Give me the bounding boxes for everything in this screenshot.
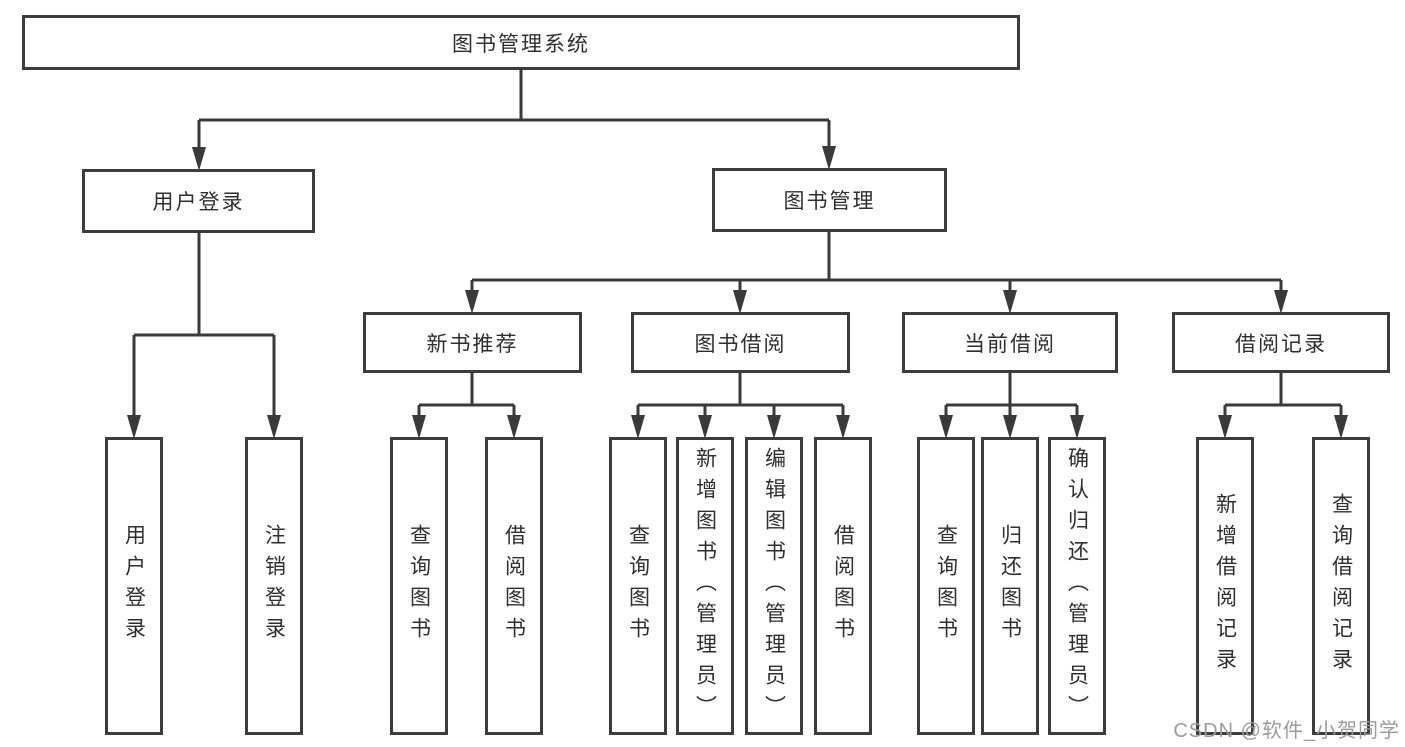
node-library-system: 图书管理系统: [22, 15, 1020, 70]
arrow-login: [192, 147, 206, 171]
arrow-l7: [767, 415, 781, 439]
node-label: 图书借阅: [694, 332, 787, 356]
node-current-borrow: 当前借阅: [902, 312, 1118, 373]
leaf-label: 新增借阅记录: [1213, 493, 1237, 679]
leaf-label: 归还图书: [998, 524, 1022, 648]
node-user-login: 用户登录: [82, 169, 315, 233]
leaf-logout: 注销登录: [245, 437, 303, 735]
leaf-label: 注销登录: [262, 524, 286, 648]
arrow-mgmt: [822, 146, 836, 170]
node-label: 图书管理: [783, 190, 876, 213]
node-label: 新书推荐: [426, 332, 519, 356]
node-book-borrow: 图书借阅: [631, 312, 850, 373]
node-label: 用户登录: [152, 191, 245, 214]
leaf-confirm-return-admin: 确认归还（管理员）: [1048, 437, 1106, 735]
node-book-management: 图书管理: [712, 168, 947, 232]
leaf-label: 查询图书: [934, 524, 958, 648]
arrow-borrow: [733, 290, 747, 314]
arrow-l4: [507, 415, 521, 439]
leaf-return-books: 归还图书: [981, 437, 1039, 735]
arrow-l2: [267, 415, 281, 439]
arrow-l13: [1334, 415, 1348, 439]
arrow-current: [1003, 290, 1017, 314]
arrow-l3: [412, 415, 426, 439]
leaf-label: 用户登录: [122, 524, 146, 648]
csdn-watermark: CSDN @软件_小贺同学: [1173, 720, 1400, 742]
arrow-l9: [939, 415, 953, 439]
arrow-l5: [631, 415, 645, 439]
leaf-query-books-current: 查询图书: [917, 437, 975, 735]
node-borrow-record: 借阅记录: [1172, 312, 1390, 373]
node-label: 借阅记录: [1235, 332, 1327, 356]
arrow-l1: [127, 415, 141, 439]
arrow-new: [465, 290, 479, 314]
node-label: 当前借阅: [964, 332, 1056, 356]
leaf-borrow-books-recommend: 借阅图书: [485, 437, 543, 735]
node-label: 图书管理系统: [452, 32, 590, 56]
leaf-label: 编辑图书（管理员）: [762, 446, 786, 726]
leaf-query-books-borrow: 查询图书: [609, 437, 667, 735]
leaf-user-login: 用户登录: [105, 437, 163, 735]
arrow-l10: [1003, 415, 1017, 439]
arrow-record: [1274, 290, 1288, 314]
arrow-l12: [1218, 415, 1232, 439]
leaf-add-books-admin: 新增图书（管理员）: [676, 437, 734, 735]
leaf-query-borrow-record: 查询借阅记录: [1312, 437, 1370, 735]
leaf-label: 新增图书（管理员）: [693, 446, 717, 726]
leaf-query-books-recommend: 查询图书: [390, 437, 448, 735]
leaf-label: 借阅图书: [502, 524, 526, 648]
leaf-label: 借阅图书: [831, 524, 855, 648]
arrow-l6: [698, 415, 712, 439]
node-new-book-recommend: 新书推荐: [363, 312, 582, 373]
leaf-edit-books-admin: 编辑图书（管理员）: [745, 437, 803, 735]
leaf-label: 查询图书: [407, 524, 431, 648]
leaf-label: 查询图书: [626, 524, 650, 648]
arrow-l11: [1070, 415, 1084, 439]
arrow-l8: [836, 415, 850, 439]
leaf-label: 查询借阅记录: [1329, 493, 1353, 679]
leaf-label: 确认归还（管理员）: [1065, 446, 1089, 726]
leaf-add-borrow-record: 新增借阅记录: [1196, 437, 1254, 735]
leaf-borrow-books: 借阅图书: [814, 437, 872, 735]
